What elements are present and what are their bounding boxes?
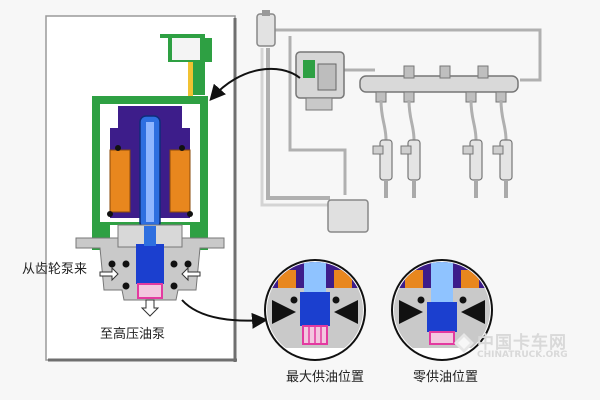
- label-from-gear-pump: 从齿轮泵来: [22, 262, 88, 277]
- label-max-supply-position: 最大供油位置: [286, 370, 365, 385]
- inlet-arrow-left: [99, 266, 119, 282]
- fuel-tank: [327, 199, 369, 233]
- label-to-high-pressure-pump: 至高压油泵: [100, 327, 166, 342]
- injector-4: [492, 139, 513, 198]
- outlet-port: [137, 283, 163, 299]
- logo-mark-icon: [454, 333, 474, 353]
- fuel-system-overview: [256, 10, 542, 233]
- high-pressure-pump: [295, 51, 345, 111]
- watermark-logo: 中国卡车网 CHINATRUCK.ORG: [453, 328, 593, 376]
- injector-1: [372, 139, 393, 198]
- valve-spool: [136, 244, 164, 284]
- solenoid-coil-right: [169, 149, 191, 213]
- common-rail: [359, 65, 519, 103]
- outlet-arrow: [140, 299, 160, 317]
- metering-valve-cross-section: [75, 34, 225, 317]
- fuel-pipe-loop: [266, 48, 330, 200]
- injector-3: [462, 139, 483, 198]
- inlet-arrow-right: [181, 266, 201, 282]
- detail-max-supply: [264, 259, 366, 361]
- watermark-text-en: CHINATRUCK.ORG: [477, 350, 568, 360]
- callout-arrow-top: [209, 67, 301, 102]
- solenoid-coil-left: [109, 149, 131, 213]
- label-zero-supply-position: 零供油位置: [413, 370, 479, 385]
- watermark-text-cn: 中国卡车网: [477, 333, 567, 353]
- injector-2: [400, 139, 421, 198]
- fuel-filter: [256, 13, 276, 47]
- callout-arrow-bottom: [181, 299, 268, 329]
- detail-zero-supply: [391, 259, 493, 361]
